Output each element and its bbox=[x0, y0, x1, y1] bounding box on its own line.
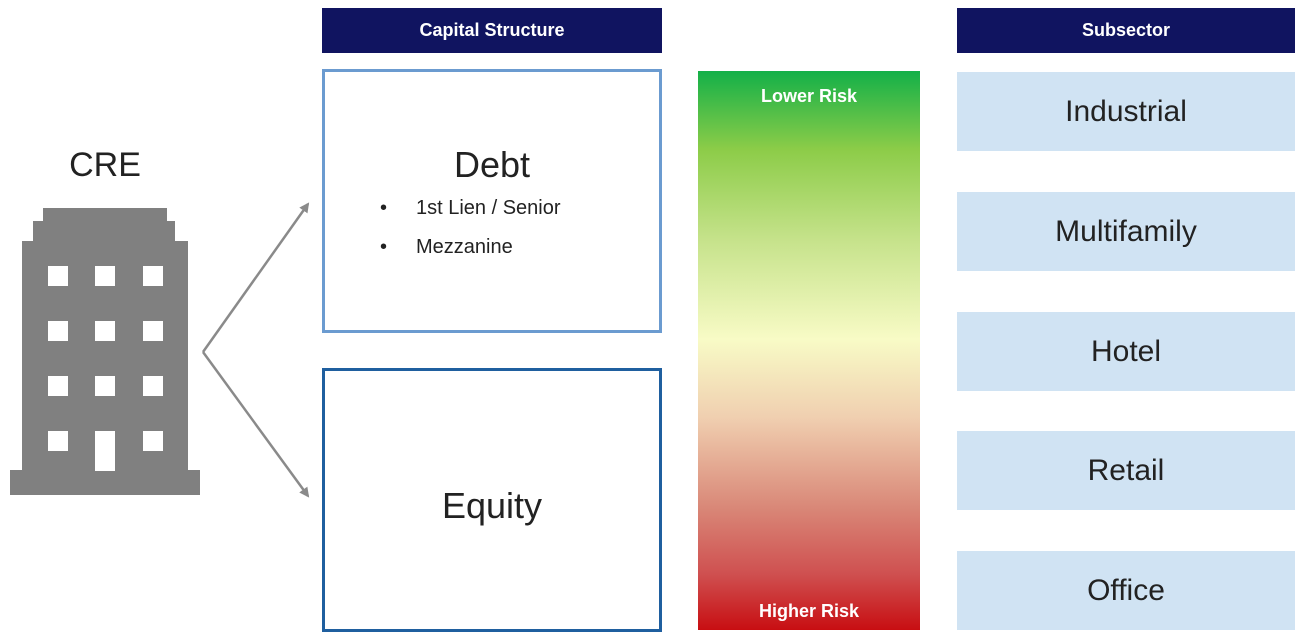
list-item: • 1st Lien / Senior bbox=[380, 197, 561, 236]
debt-item-label: 1st Lien / Senior bbox=[416, 197, 561, 219]
bullet-icon: • bbox=[380, 236, 388, 258]
arrow-to-debt bbox=[201, 202, 310, 353]
subsector-multifamily: Multifamily bbox=[957, 192, 1295, 271]
subsector-header: Subsector bbox=[957, 8, 1295, 53]
list-item: • Mezzanine bbox=[380, 236, 561, 275]
debt-item-label: Mezzanine bbox=[416, 236, 513, 258]
bullet-icon: • bbox=[380, 197, 388, 219]
cre-title: CRE bbox=[69, 146, 141, 184]
debt-title: Debt bbox=[453, 144, 531, 185]
debt-list: • 1st Lien / Senior • Mezzanine bbox=[380, 197, 561, 275]
equity-title: Equity bbox=[441, 485, 543, 526]
subsector-retail: Retail bbox=[957, 431, 1295, 510]
risk-gradient-bar: Lower Risk Higher Risk bbox=[698, 71, 920, 630]
subsector-hotel: Hotel bbox=[957, 312, 1295, 391]
subsector-office: Office bbox=[957, 551, 1295, 630]
higher-risk-label: Higher Risk bbox=[758, 601, 860, 621]
building-windows bbox=[48, 266, 163, 471]
equity-box: Equity bbox=[322, 368, 662, 632]
subsector-industrial: Industrial bbox=[957, 72, 1295, 151]
capital-structure-header: Capital Structure bbox=[322, 8, 662, 53]
arrow-to-equity bbox=[201, 351, 310, 498]
building-icon bbox=[10, 208, 200, 495]
lower-risk-label: Lower Risk bbox=[760, 86, 858, 106]
debt-box: Debt • 1st Lien / Senior • Mezzanine bbox=[322, 69, 662, 333]
